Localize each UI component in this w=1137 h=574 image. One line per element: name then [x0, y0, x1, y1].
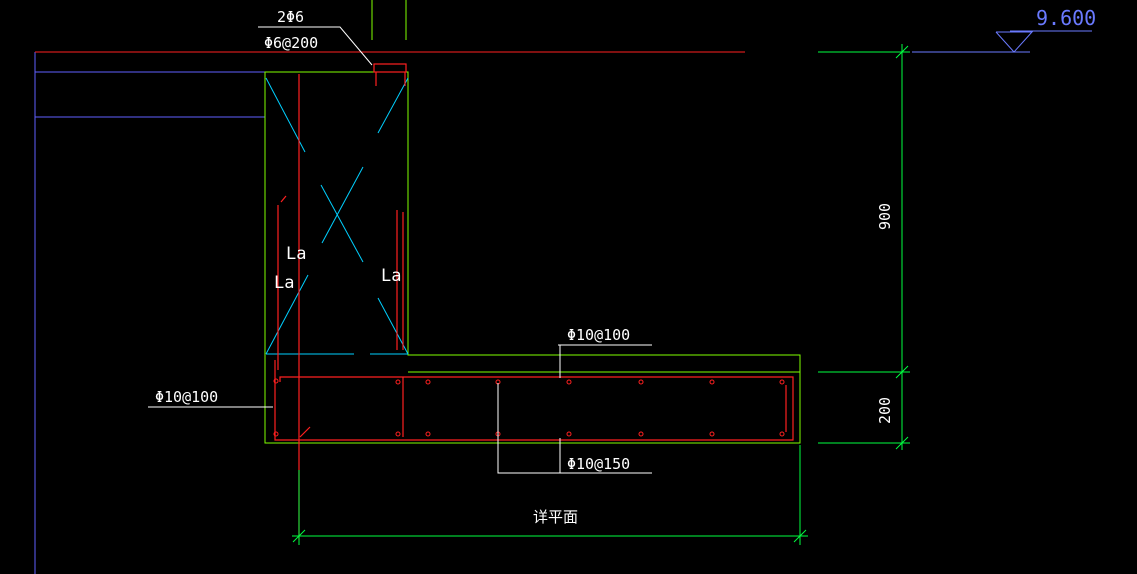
top-stirrup-label: Φ6@200: [264, 34, 318, 52]
grid-lines: [34, 52, 265, 574]
rebar-dots: [273, 378, 785, 437]
concrete-outline: [264, 71, 801, 444]
top-rebar-label: 2Φ6: [277, 8, 304, 26]
dimension-lines: [292, 44, 910, 545]
elevation-marker: [912, 30, 1092, 53]
anchor-label-2: La: [274, 273, 294, 293]
dim-slab-thickness: 200: [876, 397, 894, 424]
anchor-label-3: La: [381, 266, 401, 286]
rebar-layout: [274, 63, 794, 540]
slab-bottom-rebar-label: Φ10@150: [567, 455, 630, 473]
left-rebar-label: Φ10@100: [155, 388, 218, 406]
slab-top-rebar-label: Φ10@100: [567, 326, 630, 344]
anchor-label-1: La: [286, 244, 306, 264]
section-hatch: [265, 77, 409, 355]
elevation-label: 9.600: [1036, 6, 1096, 30]
column-lines: [371, 0, 407, 40]
dim-wall-height: 900: [876, 203, 894, 230]
dim-width-note: 详平面: [533, 508, 578, 526]
leader-lines: [148, 26, 652, 474]
